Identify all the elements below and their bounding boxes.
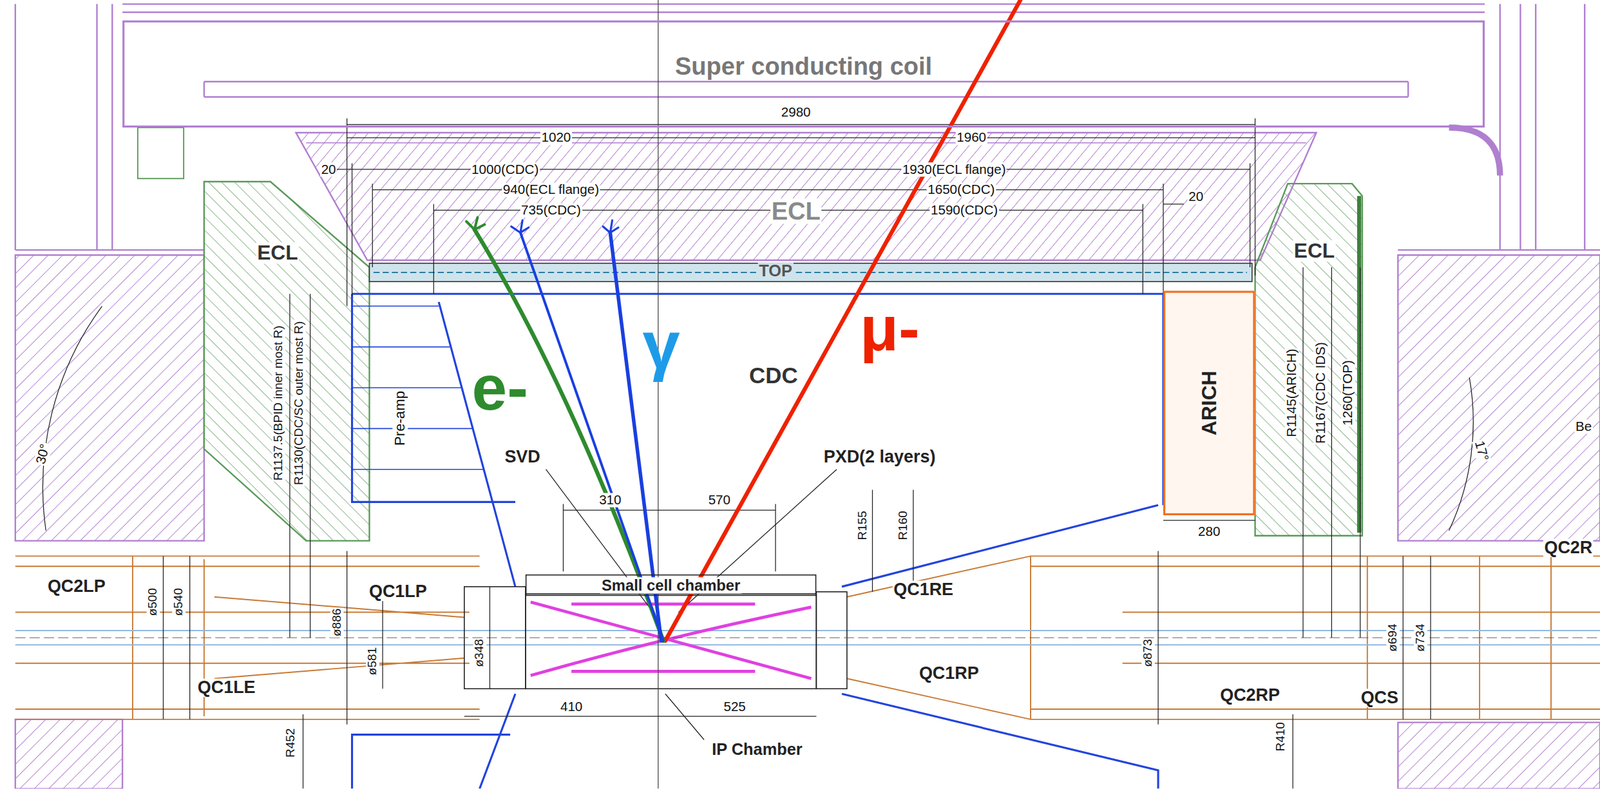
shower-mark — [466, 217, 486, 230]
axes — [15, 0, 1600, 789]
dimension-label: 525 — [722, 700, 748, 715]
yoke-block — [15, 719, 123, 789]
shower-mark — [511, 220, 529, 233]
ecl-support — [137, 127, 184, 179]
dimension-label: R155 — [856, 510, 869, 542]
dimension-label: ø694 — [1386, 622, 1400, 654]
dimension-label: ø873 — [1141, 638, 1155, 669]
dimension-label: ø886 — [330, 607, 344, 638]
dimension-lines — [42, 118, 1474, 789]
angle-label: 30° — [33, 441, 53, 467]
part-label: QC2RP — [1219, 686, 1282, 705]
dimension-label: ø348 — [473, 638, 487, 669]
flange — [816, 591, 848, 689]
dimension-label: 1930(ECL flange) — [901, 162, 1007, 177]
leader-lines — [546, 469, 837, 741]
coil-lead — [1449, 127, 1501, 176]
shower-mark — [602, 220, 619, 233]
part-label: IP Chamber — [711, 741, 804, 759]
dimension-label: 410 — [559, 700, 584, 715]
angle-label: 17° — [1471, 438, 1492, 464]
radial-dimensions — [289, 267, 1361, 638]
vertical-axis — [657, 0, 659, 789]
dimension-label: R160 — [896, 510, 910, 542]
part-label: PXD(2 layers) — [822, 448, 937, 467]
track-label: μ- — [858, 295, 921, 362]
part-label: QC2R — [1543, 539, 1594, 558]
dimension-label: 280 — [1196, 524, 1222, 540]
coil-inner-lines — [204, 81, 1409, 98]
diameter-lines — [162, 550, 1431, 724]
ecl-endcap — [1255, 183, 1363, 536]
beam-pipe — [15, 630, 1600, 645]
node-label: Super conducting coil — [673, 52, 935, 80]
part-label: QC2LP — [46, 577, 107, 596]
dimension-label: ø500 — [146, 586, 160, 618]
dimension-label: R1167(CDC IDS) — [1313, 341, 1328, 446]
dimension-label: 735(CDC) — [520, 203, 583, 218]
part-label: ECL — [256, 242, 300, 264]
ip-chamber-box — [525, 593, 817, 689]
dimension-label: R1145(ARICH) — [1285, 347, 1300, 439]
dimension-label: 1000(CDC) — [470, 162, 540, 177]
dimension-label: 310 — [598, 492, 623, 507]
yoke-block — [1397, 722, 1600, 789]
return-yoke — [15, 3, 1600, 789]
dimension-label: R1137.5(BPID inner most R) — [272, 324, 286, 482]
dimension-label: 20 — [1187, 190, 1205, 205]
dimension-label: R1130(CDC/SC outer most R) — [292, 320, 306, 486]
part-label: QC1RP — [917, 664, 980, 683]
arich-box: ARICH — [1163, 290, 1256, 516]
part-label: TOP — [758, 262, 794, 281]
cdc-outline-lower — [352, 693, 1159, 789]
dimension-label: 1260(TOP) — [1341, 359, 1356, 428]
top-bar-line — [373, 271, 1248, 274]
dimension-label: 20 — [320, 162, 337, 177]
track-label: e- — [470, 354, 530, 421]
ecl-endcap — [204, 181, 370, 542]
part-label: ECL — [770, 198, 822, 225]
part-label: QC1LP — [367, 582, 428, 601]
angle-arcs — [42, 305, 1474, 531]
preamp-lines — [352, 305, 484, 469]
part-label: QC1RE — [892, 580, 955, 600]
part-label: QC1LE — [196, 678, 257, 697]
dimension-label: ø540 — [171, 586, 185, 618]
particle-tracks — [466, 0, 1021, 641]
part-label: QCS — [1359, 688, 1400, 707]
node-label: Small cell chamber — [599, 576, 743, 594]
yoke-block — [15, 255, 205, 542]
dimension-label: Pre-amp — [392, 389, 408, 447]
chamber-box: Small cell chamber — [525, 574, 817, 596]
dimension-label: 570 — [707, 492, 732, 507]
horizontal-dimensions — [336, 118, 1256, 306]
dimension-label: 1020 — [540, 130, 572, 145]
cdc-structure — [352, 293, 1164, 789]
cdc-outline — [352, 293, 1164, 587]
pxd-svd-sensors — [530, 602, 812, 679]
dimension-label: R452 — [284, 727, 298, 759]
part-label: ECL — [1292, 240, 1336, 262]
muon-track — [665, 0, 1021, 641]
dimension-label: 1650(CDC) — [926, 182, 996, 198]
track-label: γ — [641, 309, 681, 381]
beam-axis — [15, 637, 1600, 639]
dimension-label: Be — [1574, 419, 1593, 434]
lower-dimensions — [303, 714, 1294, 789]
yoke-block — [1397, 255, 1600, 542]
dimension-label: 940(ECL flange) — [501, 182, 600, 198]
dimension-label: R410 — [1274, 720, 1287, 753]
part-label: CDC — [747, 363, 799, 388]
node-label: ARICH — [1198, 368, 1221, 438]
beamline-magnets — [15, 555, 1600, 719]
ecl-barrel-line — [305, 142, 1307, 144]
dimension-label: 2980 — [780, 104, 812, 120]
dimension-label: 1960 — [955, 130, 988, 145]
part-label: SVD — [503, 448, 542, 467]
dimension-label: ø734 — [1413, 622, 1427, 654]
dimension-label: ø581 — [365, 646, 379, 677]
dimension-label: 1590(CDC) — [929, 203, 999, 218]
